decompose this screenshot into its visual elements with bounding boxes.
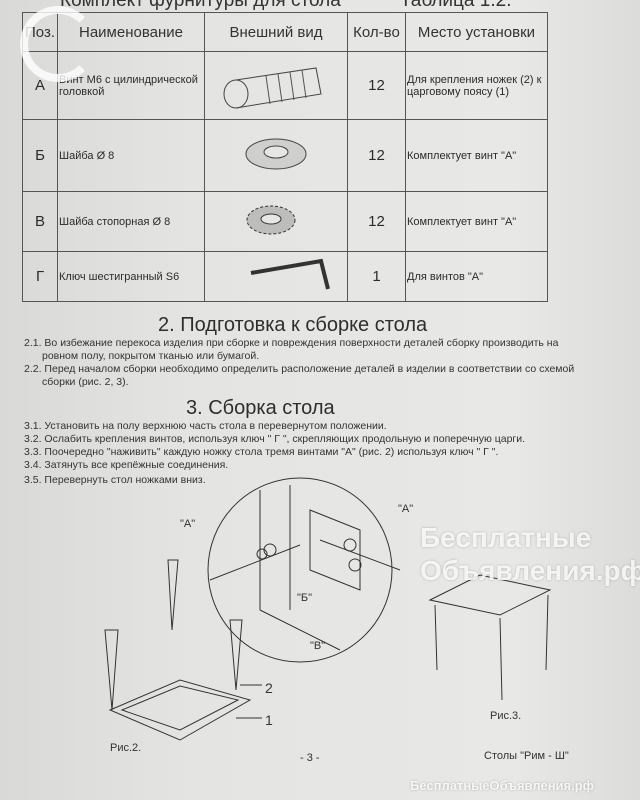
table-row: В Шайба стопорная Ø 8 12 Комплектует вин… (22, 191, 548, 252)
section3-title: 3. Сборка стола (186, 397, 335, 419)
col-place: Место установки (405, 12, 548, 52)
section3-item: 3.3. Поочередно "наживить" каждую ножку … (24, 446, 499, 458)
section3-item: 3.4. Затянуть все крепёжные соединения. (24, 459, 229, 471)
col-qty: Кол-во (347, 12, 406, 52)
row-name: Ключ шестигранный S6 (57, 251, 205, 302)
section3-item: 3.5. Перевернуть стол ножками вниз. (24, 474, 206, 486)
section2-title: 2. Подготовка к сборке стола (158, 314, 428, 336)
label-v: "В" (310, 640, 326, 652)
part-1-label: 1 (265, 712, 273, 728)
row-pos: Б (22, 119, 58, 192)
row-place: Комплектует винт "А" (405, 119, 548, 192)
row-qty: 1 (347, 251, 406, 302)
row-pos: Г (22, 251, 58, 302)
doc-title: Комплект фурнитуры для стола (60, 0, 341, 11)
lock-washer-icon (204, 191, 348, 252)
hardware-table: Поз. Наименование Внешний вид Кол-во Мес… (22, 12, 548, 302)
col-view: Внешний вид (204, 12, 348, 52)
section2-item: 2.1. Во избежание перекоса изделия при с… (24, 337, 559, 362)
section3-item: 3.2. Ослабить крепления винтов, использу… (24, 433, 526, 445)
label-a-left: "А" (180, 518, 196, 530)
washer-icon (204, 119, 348, 192)
table-row: Б Шайба Ø 8 12 Комплектует винт "А" (22, 119, 548, 192)
table-header: Поз. Наименование Внешний вид Кол-во Мес… (22, 12, 548, 52)
section2-item: 2.2. Перед началом сборки необходимо опр… (24, 363, 575, 388)
label-a-right: "А" (398, 503, 414, 515)
row-qty: 12 (347, 191, 406, 252)
watermark-logo-icon (20, 6, 96, 82)
table-number: Таблица 1.2. (400, 0, 512, 11)
row-pos: В (22, 191, 58, 252)
row-qty: 12 (347, 51, 406, 120)
row-place: Для винтов "А" (405, 251, 548, 302)
product-name: Столы "Рим - Ш" (484, 750, 569, 762)
row-place: Для крепления ножек (2) к царговому пояс… (405, 51, 548, 120)
assembly-diagram (104, 477, 552, 741)
row-place: Комплектует винт "А" (405, 191, 548, 252)
watermark-bottom: БесплатныеОбъявления.рф (410, 778, 595, 793)
section3-item: 3.1. Установить на полу верхнюю часть ст… (24, 420, 387, 432)
fig3-caption: Рис.3. (490, 710, 522, 722)
row-qty: 12 (347, 119, 406, 192)
table-row: А Винт М6 с цилиндрической головкой 12 Д… (22, 51, 548, 120)
page-number: - 3 - (300, 752, 320, 764)
fig2-caption: Рис.2. (110, 742, 142, 754)
label-b: "Б" (297, 592, 313, 604)
part-2-label: 2 (265, 680, 273, 696)
table-row: Г Ключ шестигранный S6 1 Для винтов "А" (22, 251, 548, 302)
screw-icon (204, 51, 348, 120)
hex-key-icon (204, 251, 348, 302)
watermark-line1: Бесплатные (420, 522, 592, 553)
row-name: Шайба стопорная Ø 8 (57, 191, 205, 252)
watermark-line2: Объявления.рф (420, 555, 640, 586)
row-name: Шайба Ø 8 (57, 119, 205, 192)
